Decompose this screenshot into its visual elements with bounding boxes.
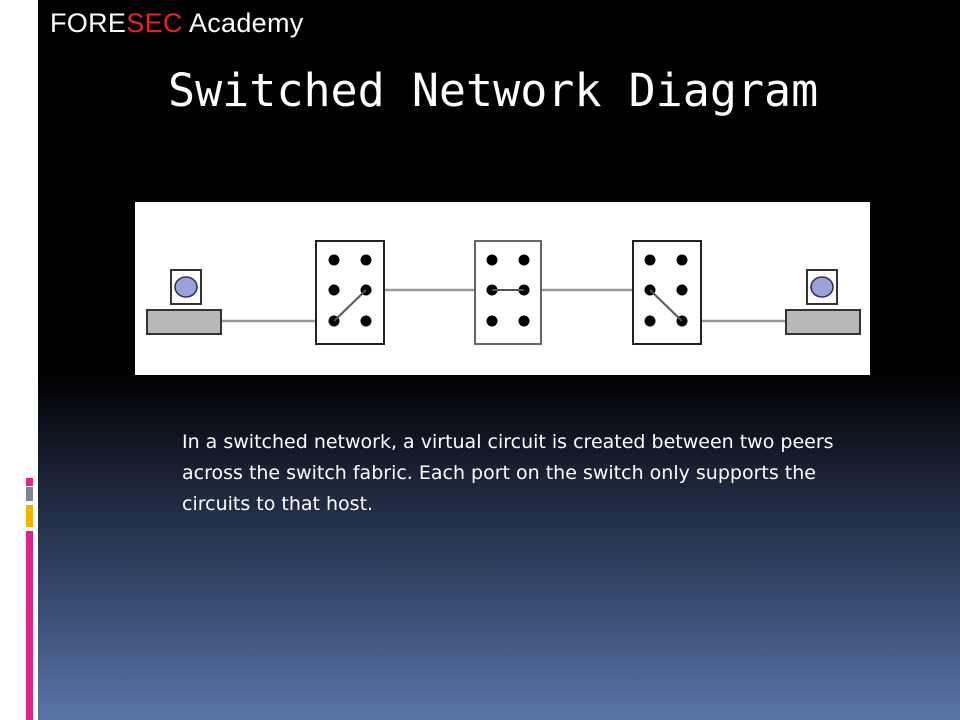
- logo-text-fore: FORE: [50, 8, 127, 38]
- slide-title: Switched Network Diagram: [168, 64, 819, 117]
- host-right: [785, 269, 861, 335]
- accent-bar-pink-top: [26, 478, 33, 486]
- switch-3: [632, 240, 702, 345]
- switched-network-diagram: [135, 202, 870, 375]
- accent-bar-yellow: [26, 505, 33, 527]
- foresec-academy-logo: FORESEC Academy: [50, 8, 304, 39]
- host-left: [146, 269, 222, 335]
- slide-body-text: In a switched network, a virtual circuit…: [182, 431, 834, 515]
- accent-bar-pink: [26, 531, 33, 720]
- switch-2: [474, 240, 542, 345]
- network-links: [221, 288, 786, 323]
- logo-text-sec: SEC: [126, 8, 183, 38]
- switch-1: [315, 240, 385, 345]
- left-margin-bar: [0, 0, 38, 720]
- accent-bar-gray: [26, 487, 33, 501]
- logo-text-academy: Academy: [188, 8, 304, 38]
